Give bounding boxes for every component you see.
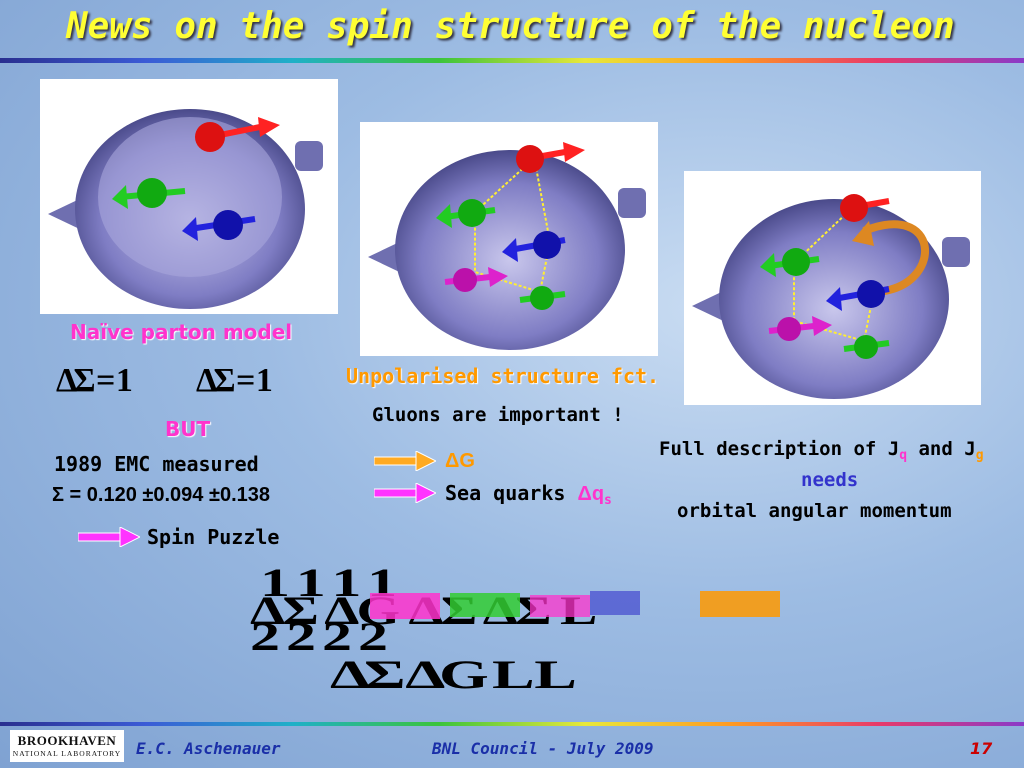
equation-blue-term (590, 591, 640, 615)
footer-author: E.C. Aschenauer (136, 739, 281, 758)
naive-formula-2: ΔΣ = 1 (196, 362, 273, 399)
equation-row-4: ΔΣ ΔG L L (330, 652, 577, 695)
full-description-image (684, 171, 981, 405)
sea-quarks-arrow-icon (374, 483, 436, 503)
bnl-logo-main: BROOKHAVEN (17, 733, 117, 748)
page-number: 17 (970, 739, 993, 758)
sea-quarks-symbol: Δq (577, 483, 605, 505)
jg-subscript: g (975, 448, 984, 463)
naive-formula-1: ΔΣ = 1 (56, 362, 133, 399)
spin-puzzle-label: Spin Puzzle (147, 525, 280, 549)
footer-divider (0, 722, 1024, 726)
spin-sum-equation: 1111 ΔΣ ΔG ΔΣ ΔΣ L 2222 ΔΣ ΔG L L (250, 565, 785, 695)
bnl-logo: BROOKHAVEN NATIONAL LABORATORY (10, 730, 124, 762)
needs-label: needs (801, 469, 859, 491)
slide-title: News on the spin structure of the nucleo… (66, 6, 955, 47)
delta-g-arrow-icon (374, 451, 436, 471)
emc-measured-label: 1989 EMC measured (54, 452, 259, 476)
unpolarised-label: Unpolarised structure fct. (346, 364, 660, 388)
sea-quarks-text: Sea quarks (445, 481, 578, 505)
unpolarised-image (360, 122, 658, 356)
sea-quarks-label: Sea quarks Δqs (445, 481, 612, 508)
orbital-momentum-label: orbital angular momentum (677, 500, 952, 522)
full-description-line1: Full description of Jq and Jg (659, 438, 984, 463)
naive-parton-image (40, 79, 338, 314)
full-description-text-a: Full description of J (659, 438, 900, 460)
full-description-text-b: and J (907, 438, 976, 460)
emc-value: Σ = 0.120 ±0.094 ±0.138 (52, 484, 271, 506)
equation-row-3: 2222 (250, 614, 394, 659)
jq-subscript: q (899, 448, 908, 463)
but-label: BUT (165, 417, 211, 441)
delta-g-label: ΔG (445, 450, 475, 472)
sea-quarks-subscript: s (604, 493, 612, 508)
equation-orange-term (700, 591, 780, 617)
title-divider (0, 58, 1024, 63)
footer-event: BNL Council - July 2009 (432, 739, 654, 758)
bnl-logo-sub: NATIONAL LABORATORY (12, 749, 122, 758)
gluons-important-label: Gluons are important ! (372, 404, 624, 426)
naive-parton-label: Naïve parton model (70, 320, 293, 344)
equation-green-term (450, 593, 520, 617)
equation-pink-term-2 (530, 595, 590, 617)
spin-puzzle-arrow-icon (78, 527, 140, 547)
equation-pink-term (370, 593, 440, 619)
